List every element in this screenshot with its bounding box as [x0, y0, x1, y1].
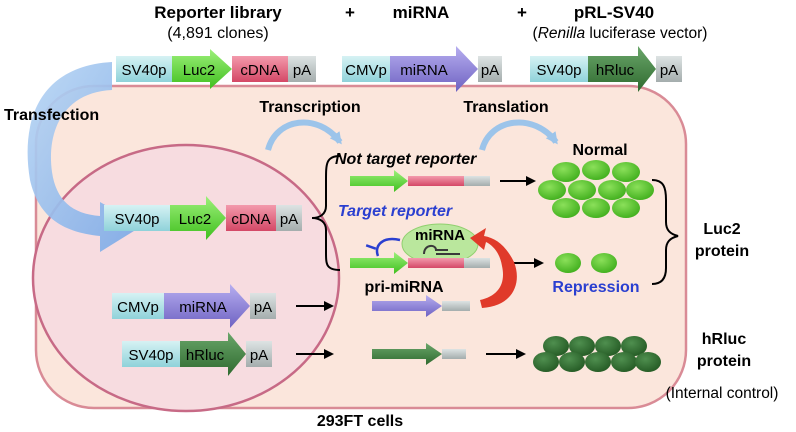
- prl-sv40-title: pRL-SV40: [574, 3, 654, 22]
- svg-text:hRluc: hRluc: [596, 62, 635, 79]
- hrluc-protein-label-1: hRluc: [702, 331, 747, 348]
- svg-text:pA: pA: [293, 62, 311, 79]
- pri-mirna-transcript: [372, 295, 470, 317]
- left-brace: [311, 155, 341, 271]
- svg-text:SV40p: SV40p: [536, 62, 581, 79]
- svg-text:hRluc: hRluc: [186, 347, 225, 364]
- svg-text:CMVp: CMVp: [345, 62, 387, 79]
- hrluc-construct-nucleus: SV40p hRluc pA: [122, 332, 272, 376]
- plus-sign-1: +: [345, 3, 355, 22]
- luc2-protein-label-2: protein: [695, 243, 749, 260]
- svg-text:Luc2: Luc2: [183, 62, 216, 79]
- transcription-label: Transcription: [259, 99, 360, 116]
- svg-text:cDNA: cDNA: [240, 62, 279, 79]
- translation-arrow: [479, 119, 559, 151]
- not-target-reporter-label: Not target reporter: [335, 151, 477, 168]
- svg-text:SV40p: SV40p: [114, 211, 159, 228]
- processing-arrow: [470, 228, 517, 308]
- translation-label: Translation: [463, 99, 548, 116]
- pri-mirna-label: pri-miRNA: [364, 279, 444, 296]
- right-brace: [651, 179, 679, 285]
- svg-text:cDNA: cDNA: [231, 211, 270, 228]
- transcription-arrow: [265, 119, 343, 151]
- prl-construct-top: SV40p hRluc pA: [530, 46, 682, 92]
- svg-text:miRNA: miRNA: [179, 299, 227, 316]
- reporter-library-count: (4,891 clones): [167, 25, 268, 42]
- svg-text:CMVp: CMVp: [117, 299, 159, 316]
- not-target-mrna: [350, 170, 490, 192]
- transfection-arrow: [27, 62, 142, 252]
- mirna-title: miRNA: [393, 3, 450, 22]
- reporter-library-title: Reporter library: [154, 3, 282, 22]
- cells-label: 293FT cells: [317, 413, 403, 430]
- repression-label: Repression: [552, 279, 639, 296]
- reporter-construct-nucleus: SV40p Luc2 cDNA pA: [104, 196, 302, 240]
- luc2-protein-label-1: Luc2: [703, 221, 740, 238]
- svg-text:SV40p: SV40p: [128, 347, 173, 364]
- hrluc-protein-label-2: protein: [697, 353, 751, 370]
- svg-text:pA: pA: [481, 62, 499, 79]
- svg-text:pA: pA: [254, 299, 272, 316]
- mirna-construct-nucleus: CMVp miRNA pA: [112, 284, 276, 328]
- mirna-construct-top: CMVp miRNA pA: [342, 46, 502, 92]
- mirna-hairpin-icon: [423, 244, 460, 255]
- nucleus: [31, 143, 341, 413]
- plus-sign-2: +: [517, 3, 527, 22]
- normal-label: Normal: [572, 142, 627, 159]
- hrluc-mrna: [372, 343, 466, 365]
- luc2-protein-cluster-normal: [538, 160, 654, 218]
- inhibition-icon: [375, 237, 401, 257]
- transfection-label: Transfection: [4, 107, 99, 124]
- svg-text:pA: pA: [250, 347, 268, 364]
- target-mrna: [350, 252, 490, 274]
- mirna-bubble-label: miRNA: [415, 227, 465, 244]
- svg-text:Luc2: Luc2: [179, 211, 212, 228]
- reporter-construct-top: SV40p Luc2 cDNA pA: [116, 49, 316, 89]
- svg-text:pA: pA: [280, 211, 298, 228]
- hrluc-protein-cluster: [533, 336, 661, 372]
- internal-control-label: (Internal control): [666, 385, 779, 402]
- luc2-protein-cluster-repressed: [555, 253, 617, 273]
- svg-text:miRNA: miRNA: [400, 62, 448, 79]
- prl-sv40-subtitle: (Renilla luciferase vector): [533, 25, 708, 42]
- target-reporter-label: Target reporter: [338, 203, 453, 220]
- svg-text:pA: pA: [660, 62, 678, 79]
- svg-text:SV40p: SV40p: [121, 62, 166, 79]
